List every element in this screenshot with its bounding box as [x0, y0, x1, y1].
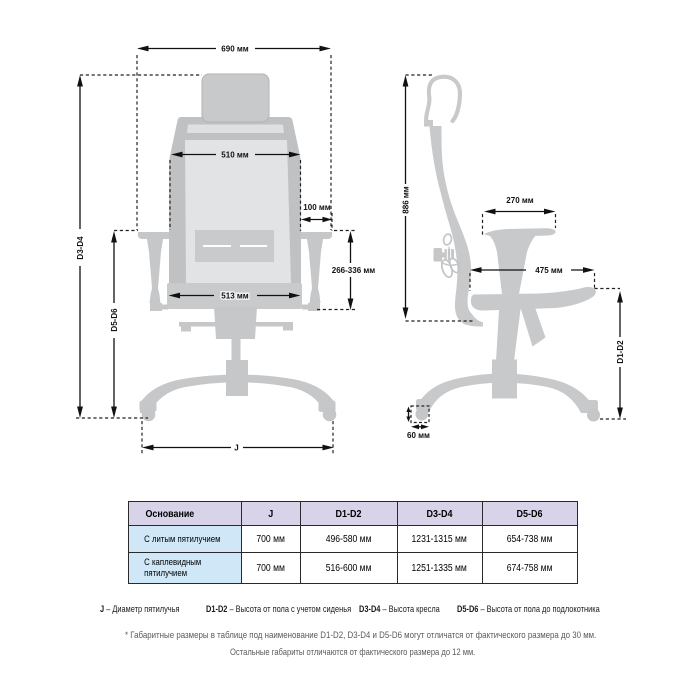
svg-text:60 мм: 60 мм [407, 431, 430, 440]
svg-text:690 мм: 690 мм [221, 44, 248, 53]
svg-text:886 мм: 886 мм [401, 186, 410, 213]
svg-text:475 мм: 475 мм [535, 266, 562, 275]
svg-text:D1-D2: D1-D2 [616, 340, 625, 364]
svg-text:270 мм: 270 мм [506, 196, 533, 205]
svg-text:100 мм: 100 мм [303, 203, 330, 212]
svg-text:D5-D6: D5-D6 [110, 308, 119, 332]
svg-text:513 мм: 513 мм [221, 291, 248, 300]
svg-text:266-336 мм: 266-336 мм [332, 266, 376, 275]
svg-text:510 мм: 510 мм [221, 150, 248, 159]
svg-text:D3-D4: D3-D4 [76, 236, 85, 260]
svg-text:J: J [234, 443, 238, 452]
